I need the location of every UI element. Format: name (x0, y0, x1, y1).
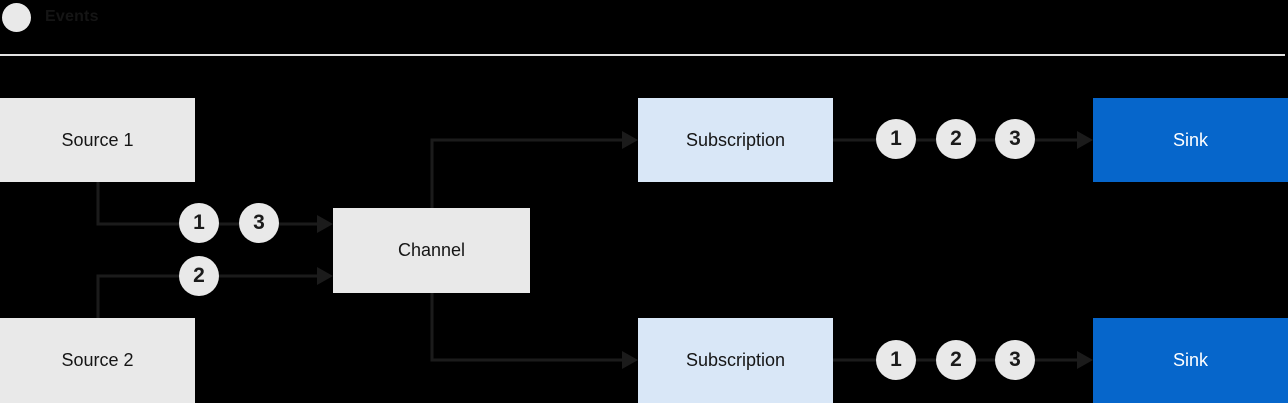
connector-channel-to-subscription-bottom (430, 293, 623, 362)
node-sink-bottom: Sink (1093, 318, 1288, 403)
node-source-2-label: Source 2 (61, 350, 134, 370)
divider-line (0, 54, 1285, 56)
event-badge-subscription-bottom-1: 1 (876, 340, 916, 380)
events-legend-circle-icon (2, 3, 31, 32)
connector-channel-to-subscription-top (430, 138, 623, 208)
arrowhead-icon (1077, 351, 1093, 369)
node-source-1: Source 1 (0, 98, 195, 182)
node-sink-top-label: Sink (1172, 129, 1208, 150)
events-legend-label: Events (45, 8, 99, 25)
node-source-2: Source 2 (0, 318, 195, 403)
event-badge-subscription-top-1: 1 (876, 119, 916, 159)
arrowhead-icon (317, 267, 333, 285)
node-channel-label: Channel (397, 240, 466, 260)
event-badge-subscription-bottom-2: 2 (936, 340, 976, 380)
arrowhead-icon (622, 351, 638, 369)
event-badge-source1-1: 1 (179, 203, 219, 243)
node-channel: Channel (333, 208, 530, 293)
arrowhead-icon (317, 215, 333, 233)
connector-source2-to-channel (96, 274, 318, 318)
arrowhead-icon (622, 131, 638, 149)
node-subscription-top: Subscription (638, 98, 833, 182)
event-badge-subscription-top-2: 2 (936, 119, 976, 159)
event-badge-subscription-bottom-3: 3 (995, 340, 1035, 380)
node-source-1-label: Source 1 (61, 129, 134, 150)
event-badge-source1-3: 3 (239, 203, 279, 243)
node-sink-bottom-label: Sink (1172, 350, 1208, 370)
node-sink-top: Sink (1093, 98, 1288, 182)
event-badge-source2-2: 2 (179, 256, 219, 296)
node-subscription-top-label: Subscription (685, 129, 786, 150)
arrowhead-icon (1077, 131, 1093, 149)
event-badge-subscription-top-3: 3 (995, 119, 1035, 159)
node-subscription-bottom-label: Subscription (685, 350, 786, 370)
node-subscription-bottom: Subscription (638, 318, 833, 403)
